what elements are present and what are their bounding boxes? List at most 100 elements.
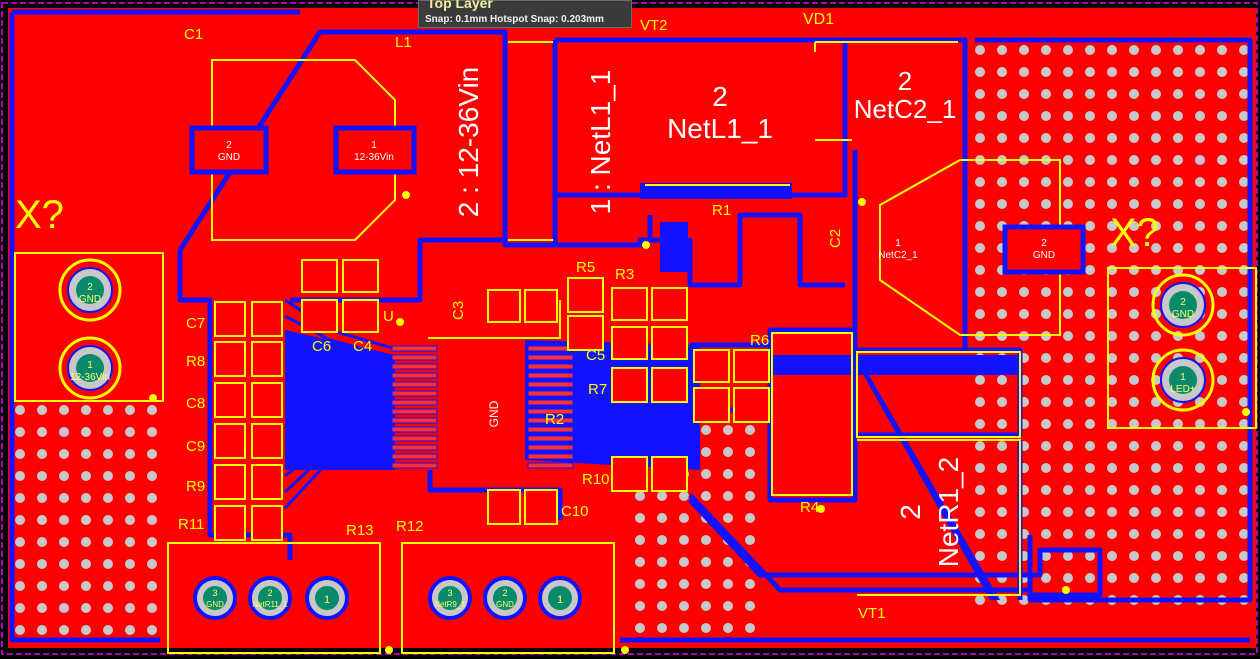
via bbox=[103, 537, 113, 547]
u-pin-pad[interactable] bbox=[527, 372, 574, 379]
via bbox=[103, 603, 113, 613]
via bbox=[997, 529, 1007, 539]
via bbox=[1063, 353, 1073, 363]
u-pin-pad[interactable] bbox=[527, 426, 574, 433]
via bbox=[1173, 573, 1183, 583]
c1-outline bbox=[211, 59, 396, 241]
via bbox=[1129, 463, 1139, 473]
via bbox=[1239, 177, 1249, 187]
via bbox=[997, 89, 1007, 99]
u-pin-pad[interactable] bbox=[391, 426, 438, 433]
c9-pad-b bbox=[251, 423, 283, 459]
pin1-markers bbox=[149, 191, 1250, 654]
via bbox=[745, 469, 755, 479]
r13-pad-1 bbox=[305, 576, 349, 620]
r6-pad-d bbox=[733, 387, 770, 423]
via bbox=[1217, 309, 1227, 319]
u-pin-pad[interactable] bbox=[527, 408, 574, 415]
via bbox=[975, 595, 985, 605]
via bbox=[1063, 551, 1073, 561]
via bbox=[1107, 573, 1117, 583]
u-pin-pad[interactable] bbox=[391, 435, 438, 442]
u-pin-pad[interactable] bbox=[527, 381, 574, 388]
u-pin-pad[interactable] bbox=[391, 462, 438, 469]
u-pin-pad[interactable] bbox=[391, 408, 438, 415]
r1-slot bbox=[660, 222, 688, 272]
u-pin-pad[interactable] bbox=[391, 372, 438, 379]
u-pin-pad[interactable] bbox=[527, 354, 574, 361]
via bbox=[975, 89, 985, 99]
via bbox=[1151, 551, 1161, 561]
label-r7: R7 bbox=[588, 381, 607, 398]
via bbox=[1019, 309, 1029, 319]
via bbox=[147, 559, 157, 569]
cap-pads[interactable] bbox=[189, 125, 1086, 275]
via bbox=[1195, 529, 1205, 539]
via bbox=[657, 601, 667, 611]
u-pin-pad[interactable] bbox=[527, 399, 574, 406]
u-pin-pad[interactable] bbox=[391, 381, 438, 388]
u-pin-pad[interactable] bbox=[391, 444, 438, 451]
via bbox=[1107, 551, 1117, 561]
u-fanout-trace bbox=[284, 428, 393, 462]
via bbox=[679, 535, 689, 545]
via bbox=[1085, 133, 1095, 143]
u-chip-pads[interactable] bbox=[391, 345, 574, 469]
u-pin-pad[interactable] bbox=[527, 453, 574, 460]
via bbox=[1173, 463, 1183, 473]
via bbox=[1085, 331, 1095, 341]
u-pin-pad[interactable] bbox=[391, 354, 438, 361]
via bbox=[1129, 45, 1139, 55]
via bbox=[1217, 221, 1227, 231]
via bbox=[1195, 89, 1205, 99]
via bbox=[723, 601, 733, 611]
xr-p2-num: 2 bbox=[1180, 297, 1186, 308]
u-pin-pad[interactable] bbox=[391, 345, 438, 352]
via bbox=[723, 425, 733, 435]
via bbox=[1041, 45, 1051, 55]
u-pin-pad[interactable] bbox=[527, 417, 574, 424]
u-pin-pad[interactable] bbox=[391, 453, 438, 460]
th-pads[interactable] bbox=[58, 258, 1215, 620]
layer-hud: Top Layer Snap: 0.1mm Hotspot Snap: 0.20… bbox=[418, 0, 632, 28]
via bbox=[1019, 177, 1029, 187]
via bbox=[1041, 309, 1051, 319]
via bbox=[679, 601, 689, 611]
u-pin-pad[interactable] bbox=[527, 345, 574, 352]
via bbox=[1151, 441, 1161, 451]
u-pin-pad[interactable] bbox=[527, 435, 574, 442]
smd-pads[interactable] bbox=[214, 259, 770, 541]
via bbox=[1063, 419, 1073, 429]
via bbox=[975, 441, 985, 451]
via bbox=[59, 405, 69, 415]
u-fanout-trace bbox=[284, 330, 393, 368]
via bbox=[1195, 133, 1205, 143]
via bbox=[1173, 529, 1183, 539]
u-pin-pad[interactable] bbox=[391, 399, 438, 406]
u-fanout-trace bbox=[284, 408, 393, 430]
via bbox=[1173, 243, 1183, 253]
u-pin-pad[interactable] bbox=[527, 462, 574, 469]
u-pin-pad[interactable] bbox=[527, 390, 574, 397]
via bbox=[1063, 441, 1073, 451]
via bbox=[1151, 529, 1161, 539]
r12-pad-2 bbox=[483, 576, 527, 620]
label-c2: C2 bbox=[827, 229, 844, 248]
via bbox=[1173, 507, 1183, 517]
u-pin-pad[interactable] bbox=[391, 390, 438, 397]
via bbox=[125, 449, 135, 459]
via bbox=[1217, 243, 1227, 253]
xr-pad-1 bbox=[1151, 348, 1215, 412]
u-pin-pad[interactable] bbox=[527, 444, 574, 451]
via bbox=[1041, 67, 1051, 77]
via bbox=[59, 625, 69, 635]
c1-p2-net: GND bbox=[218, 152, 240, 163]
via bbox=[1151, 45, 1161, 55]
u-pin-pad[interactable] bbox=[391, 363, 438, 370]
u-pin-pad[interactable] bbox=[391, 417, 438, 424]
via bbox=[1129, 155, 1139, 165]
xl-p1-num: 1 bbox=[87, 360, 93, 371]
u-pin-pad[interactable] bbox=[527, 363, 574, 370]
label-c1: C1 bbox=[184, 26, 203, 43]
